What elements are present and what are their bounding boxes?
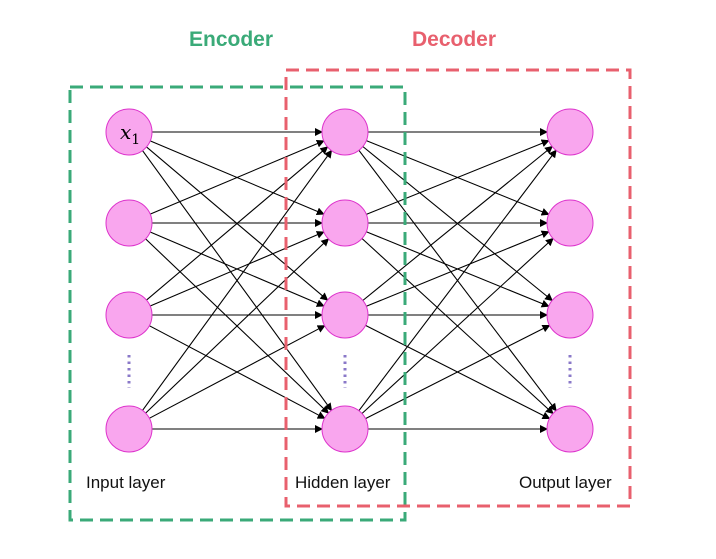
input-node-3 xyxy=(105,291,153,339)
edge-hidden-4-to-output-2 xyxy=(361,237,554,414)
output-node-4 xyxy=(546,405,594,453)
edge-hidden-3-to-output-1 xyxy=(362,145,553,301)
input-node-2 xyxy=(105,199,153,247)
edge-input-3-to-hidden-1 xyxy=(146,146,329,301)
edge-hidden-3-to-output-2 xyxy=(366,230,550,307)
hidden-node-3 xyxy=(321,291,369,339)
decoder-title: Decoder xyxy=(412,28,497,51)
hidden-node-1 xyxy=(321,108,369,156)
encoder-box xyxy=(68,85,407,522)
hidden-node-2 xyxy=(321,199,369,247)
connection-edges xyxy=(142,128,557,433)
output-node-1 xyxy=(546,108,594,156)
decoder-box xyxy=(284,68,632,508)
output-layer-label: Output layer xyxy=(519,473,612,492)
output-node-3 xyxy=(546,291,594,339)
edge-input-4-to-hidden-2 xyxy=(145,238,330,414)
x-subscript: 1 xyxy=(131,132,141,148)
output-node-2 xyxy=(546,199,594,247)
hidden-node-4 xyxy=(321,405,369,453)
input-node-4 xyxy=(105,405,153,453)
edge-hidden-4-to-output-1 xyxy=(358,149,557,412)
encoder-title: Encoder xyxy=(189,28,274,51)
edge-input-4-to-hidden-3 xyxy=(149,325,326,419)
x-symbol: x xyxy=(120,120,132,144)
region-boxes xyxy=(68,68,632,522)
input-node-label: x1 xyxy=(120,120,140,148)
edge-input-2-to-hidden-1 xyxy=(149,139,325,215)
edge-hidden-4-to-output-3 xyxy=(365,324,551,420)
edge-input-4-to-hidden-1 xyxy=(142,149,333,411)
neuron-nodes xyxy=(105,108,594,453)
edge-hidden-2-to-output-1 xyxy=(366,139,550,215)
hidden-layer-label: Hidden layer xyxy=(295,473,391,492)
input-node-1 xyxy=(105,108,153,156)
input-layer-label: Input layer xyxy=(86,473,166,492)
edge-input-3-to-hidden-2 xyxy=(149,231,325,307)
